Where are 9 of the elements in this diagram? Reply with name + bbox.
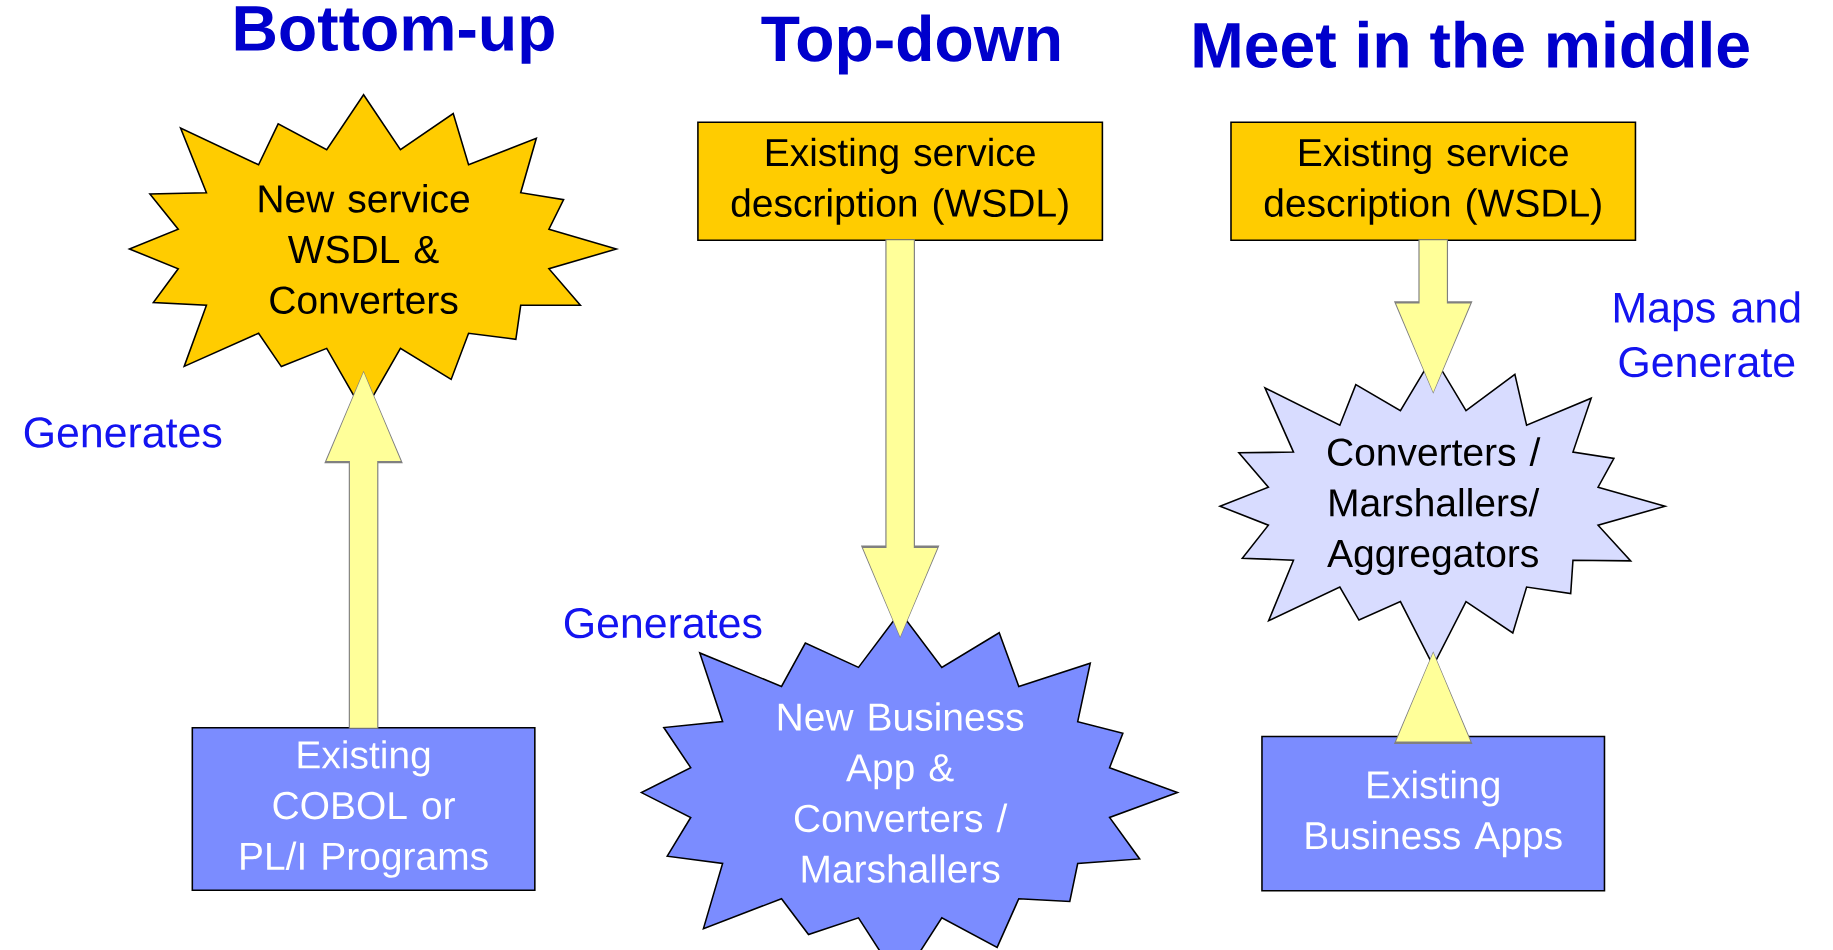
- process-box: Existing Business Apps: [1261, 735, 1606, 892]
- heading: Meet in the middle: [1194, 20, 1749, 68]
- heading: Top-down: [761, 14, 1060, 75]
- heading: Bottom-up: [235, 6, 554, 64]
- process-box: Existing COBOL or PL/I Programs: [191, 726, 536, 891]
- process-box: Existing service description (WSDL): [1230, 121, 1637, 241]
- edge-label: Generates: [24, 417, 222, 448]
- process-box: Existing service description (WSDL): [697, 121, 1104, 241]
- edge-label: Generates: [564, 607, 762, 639]
